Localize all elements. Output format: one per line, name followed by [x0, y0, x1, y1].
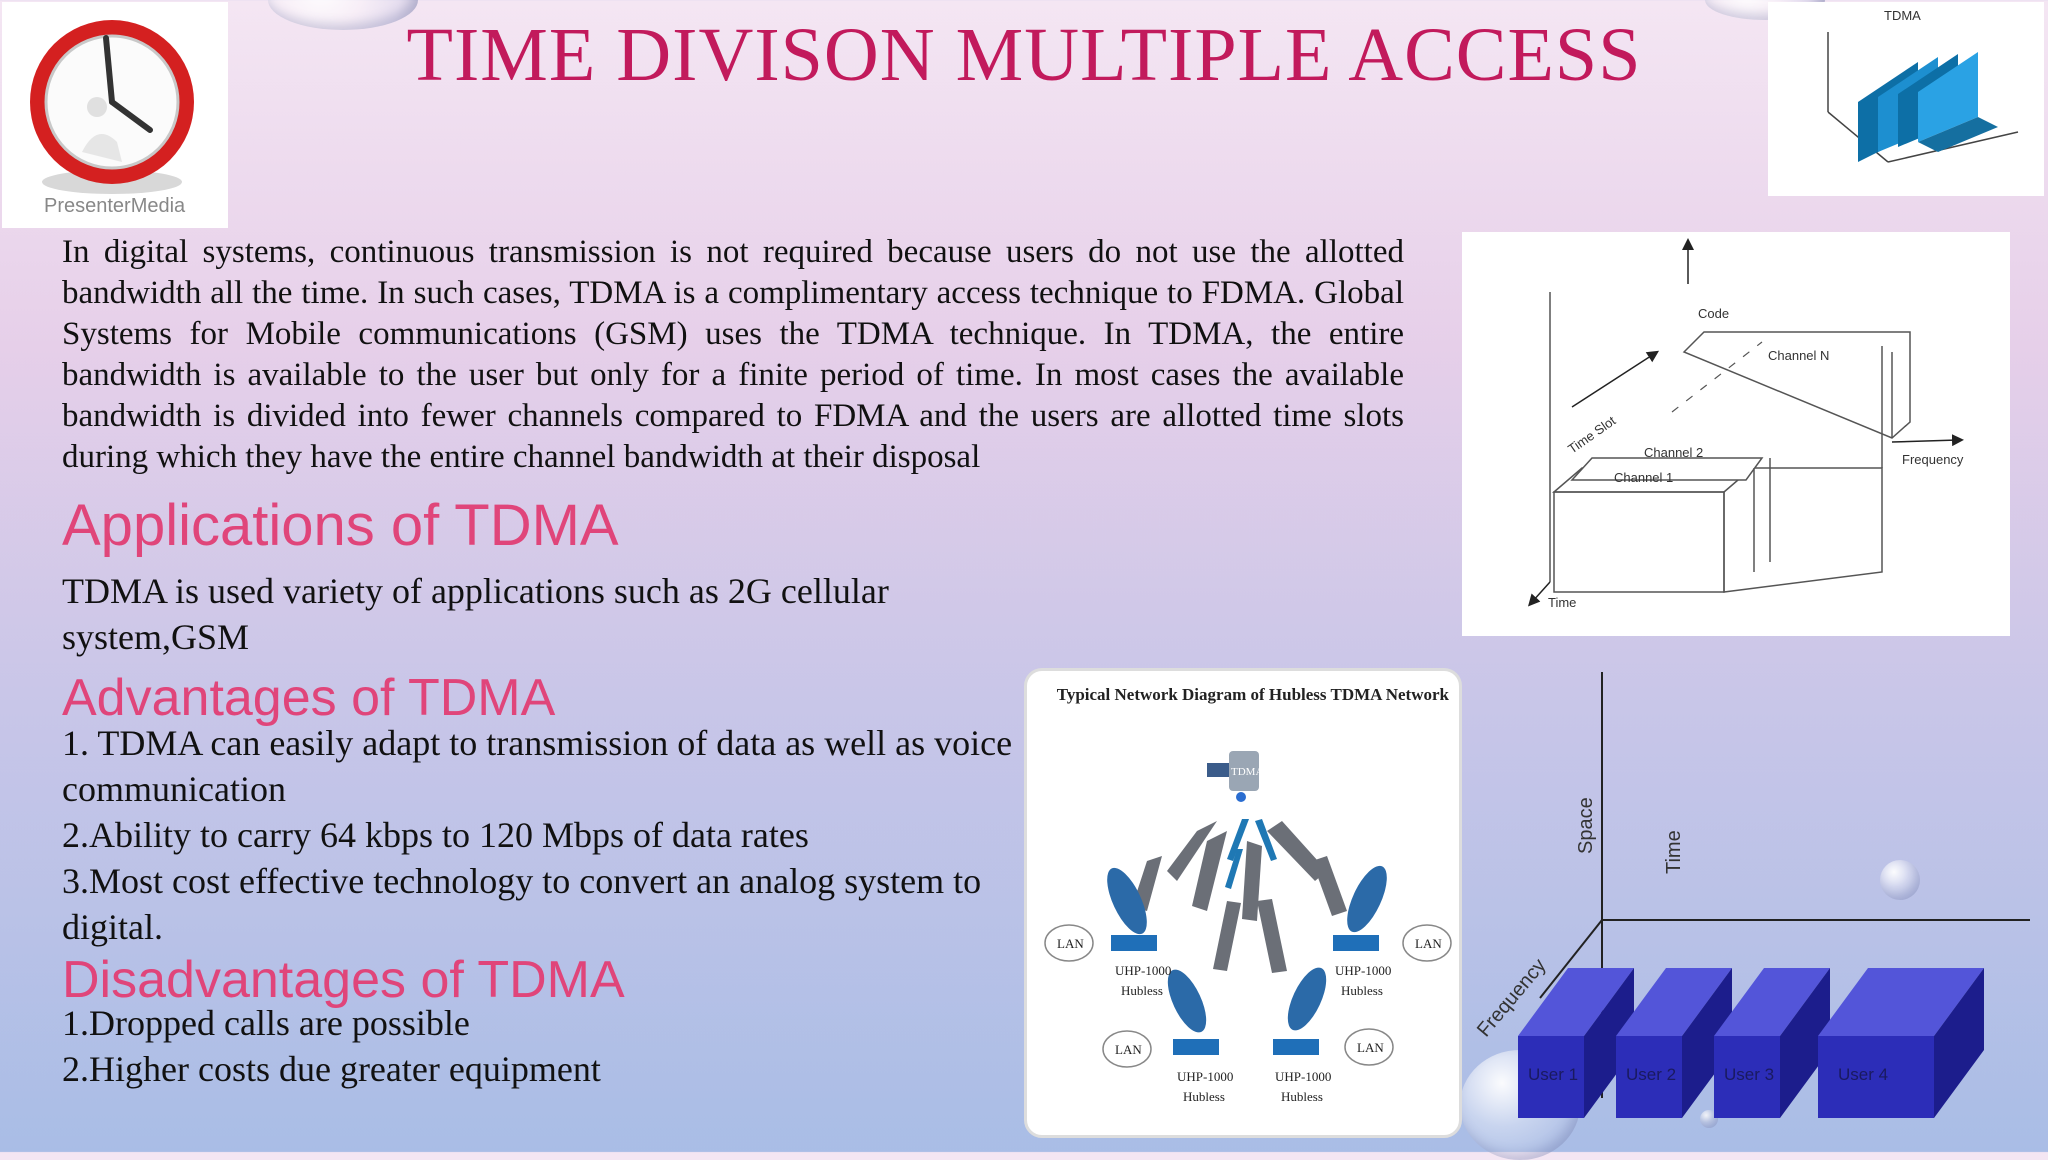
- dish-icon: [1167, 969, 1219, 1055]
- advantage-item: 3.Most cost effective technology to conv…: [62, 861, 982, 947]
- node-label: Hubless: [1183, 1089, 1225, 1104]
- user-label: User 4: [1838, 1065, 1888, 1084]
- lan-label: LAN: [1115, 1042, 1142, 1057]
- disadvantages-list: 1.Dropped calls are possible 2.Higher co…: [62, 1000, 962, 1092]
- logo-text: PresenterMedia: [44, 195, 186, 217]
- user-label: User 2: [1626, 1065, 1676, 1084]
- clock-icon: PresenterMedia: [30, 20, 194, 217]
- lan-label: LAN: [1415, 936, 1442, 951]
- network-diagram-title: Typical Network Diagram of Hubless TDMA …: [1056, 685, 1449, 704]
- lan-label: LAN: [1357, 1040, 1384, 1055]
- advantage-item: 2.Ability to carry 64 kbps to 120 Mbps o…: [62, 815, 809, 855]
- user-block: User 2: [1616, 968, 1732, 1118]
- node-label: UHP-1000: [1275, 1069, 1331, 1084]
- satellite-label: TDMA: [1231, 766, 1263, 778]
- disadvantages-heading: Disadvantages of TDMA: [62, 951, 625, 1009]
- satellite-icon: TDMA: [1207, 751, 1263, 802]
- hubless-tdma-network-diagram: Typical Network Diagram of Hubless TDMA …: [1024, 668, 1462, 1138]
- page-title: TIME DIVISON MULTIPLE ACCESS: [406, 13, 1642, 97]
- user-block: User 4: [1818, 968, 1984, 1118]
- user-block: User 1: [1518, 968, 1634, 1118]
- tdma-thumbnail-image: TDMA: [1768, 2, 2044, 196]
- node-label: Hubless: [1281, 1089, 1323, 1104]
- node-label: Hubless: [1121, 983, 1163, 998]
- advantages-heading: Advantages of TDMA: [62, 669, 556, 727]
- intro-paragraph: In digital systems, continuous transmiss…: [62, 234, 1404, 475]
- tdma-channel-diagram: Code Frequency Time Time Slot Channel N …: [1462, 232, 2010, 636]
- decorative-bubble: [1700, 1110, 1718, 1128]
- axis-space-label: Space: [1575, 797, 1597, 854]
- dish-icon: [1273, 967, 1327, 1055]
- user-label: User 1: [1528, 1065, 1578, 1084]
- node-label: UHP-1000: [1335, 963, 1391, 978]
- channel-1-label: Channel 1: [1614, 470, 1673, 485]
- presentermedia-logo: PresenterMedia: [2, 2, 228, 228]
- node-label: Hubless: [1341, 983, 1383, 998]
- lan-label: LAN: [1057, 936, 1084, 951]
- disadvantage-item: 1.Dropped calls are possible: [62, 1003, 470, 1043]
- node-label: UHP-1000: [1115, 963, 1171, 978]
- axis-frequency-label: Frequency: [1902, 452, 1964, 467]
- dish-icon: [1107, 867, 1157, 951]
- node-label: UHP-1000: [1177, 1069, 1233, 1084]
- axis-time-label: Time: [1663, 830, 1685, 874]
- advantage-item: 1. TDMA can easily adapt to transmission…: [62, 723, 1013, 809]
- user-block: User 3: [1714, 968, 1830, 1118]
- axis-timeslot-label: Time Slot: [1565, 413, 1618, 457]
- disadvantage-item: 2.Higher costs due greater equipment: [62, 1049, 601, 1089]
- applications-text: TDMA is used variety of applications suc…: [62, 571, 889, 657]
- tdma-thumb-label: TDMA: [1884, 8, 1921, 23]
- axis-code-label: Code: [1698, 306, 1729, 321]
- channel-n-label: Channel N: [1768, 348, 1829, 363]
- dish-icon: [1333, 865, 1387, 951]
- channel-2-label: Channel 2: [1644, 445, 1703, 460]
- decorative-bubble: [1880, 860, 1920, 900]
- user-label: User 3: [1724, 1065, 1774, 1084]
- advantages-list: 1. TDMA can easily adapt to transmission…: [62, 720, 1022, 950]
- tdma-users-3d-diagram: Space Time Frequency User 1 User 2 User …: [1470, 668, 2048, 1152]
- applications-heading: Applications of TDMA: [62, 493, 619, 558]
- axis-time-label: Time: [1548, 595, 1576, 610]
